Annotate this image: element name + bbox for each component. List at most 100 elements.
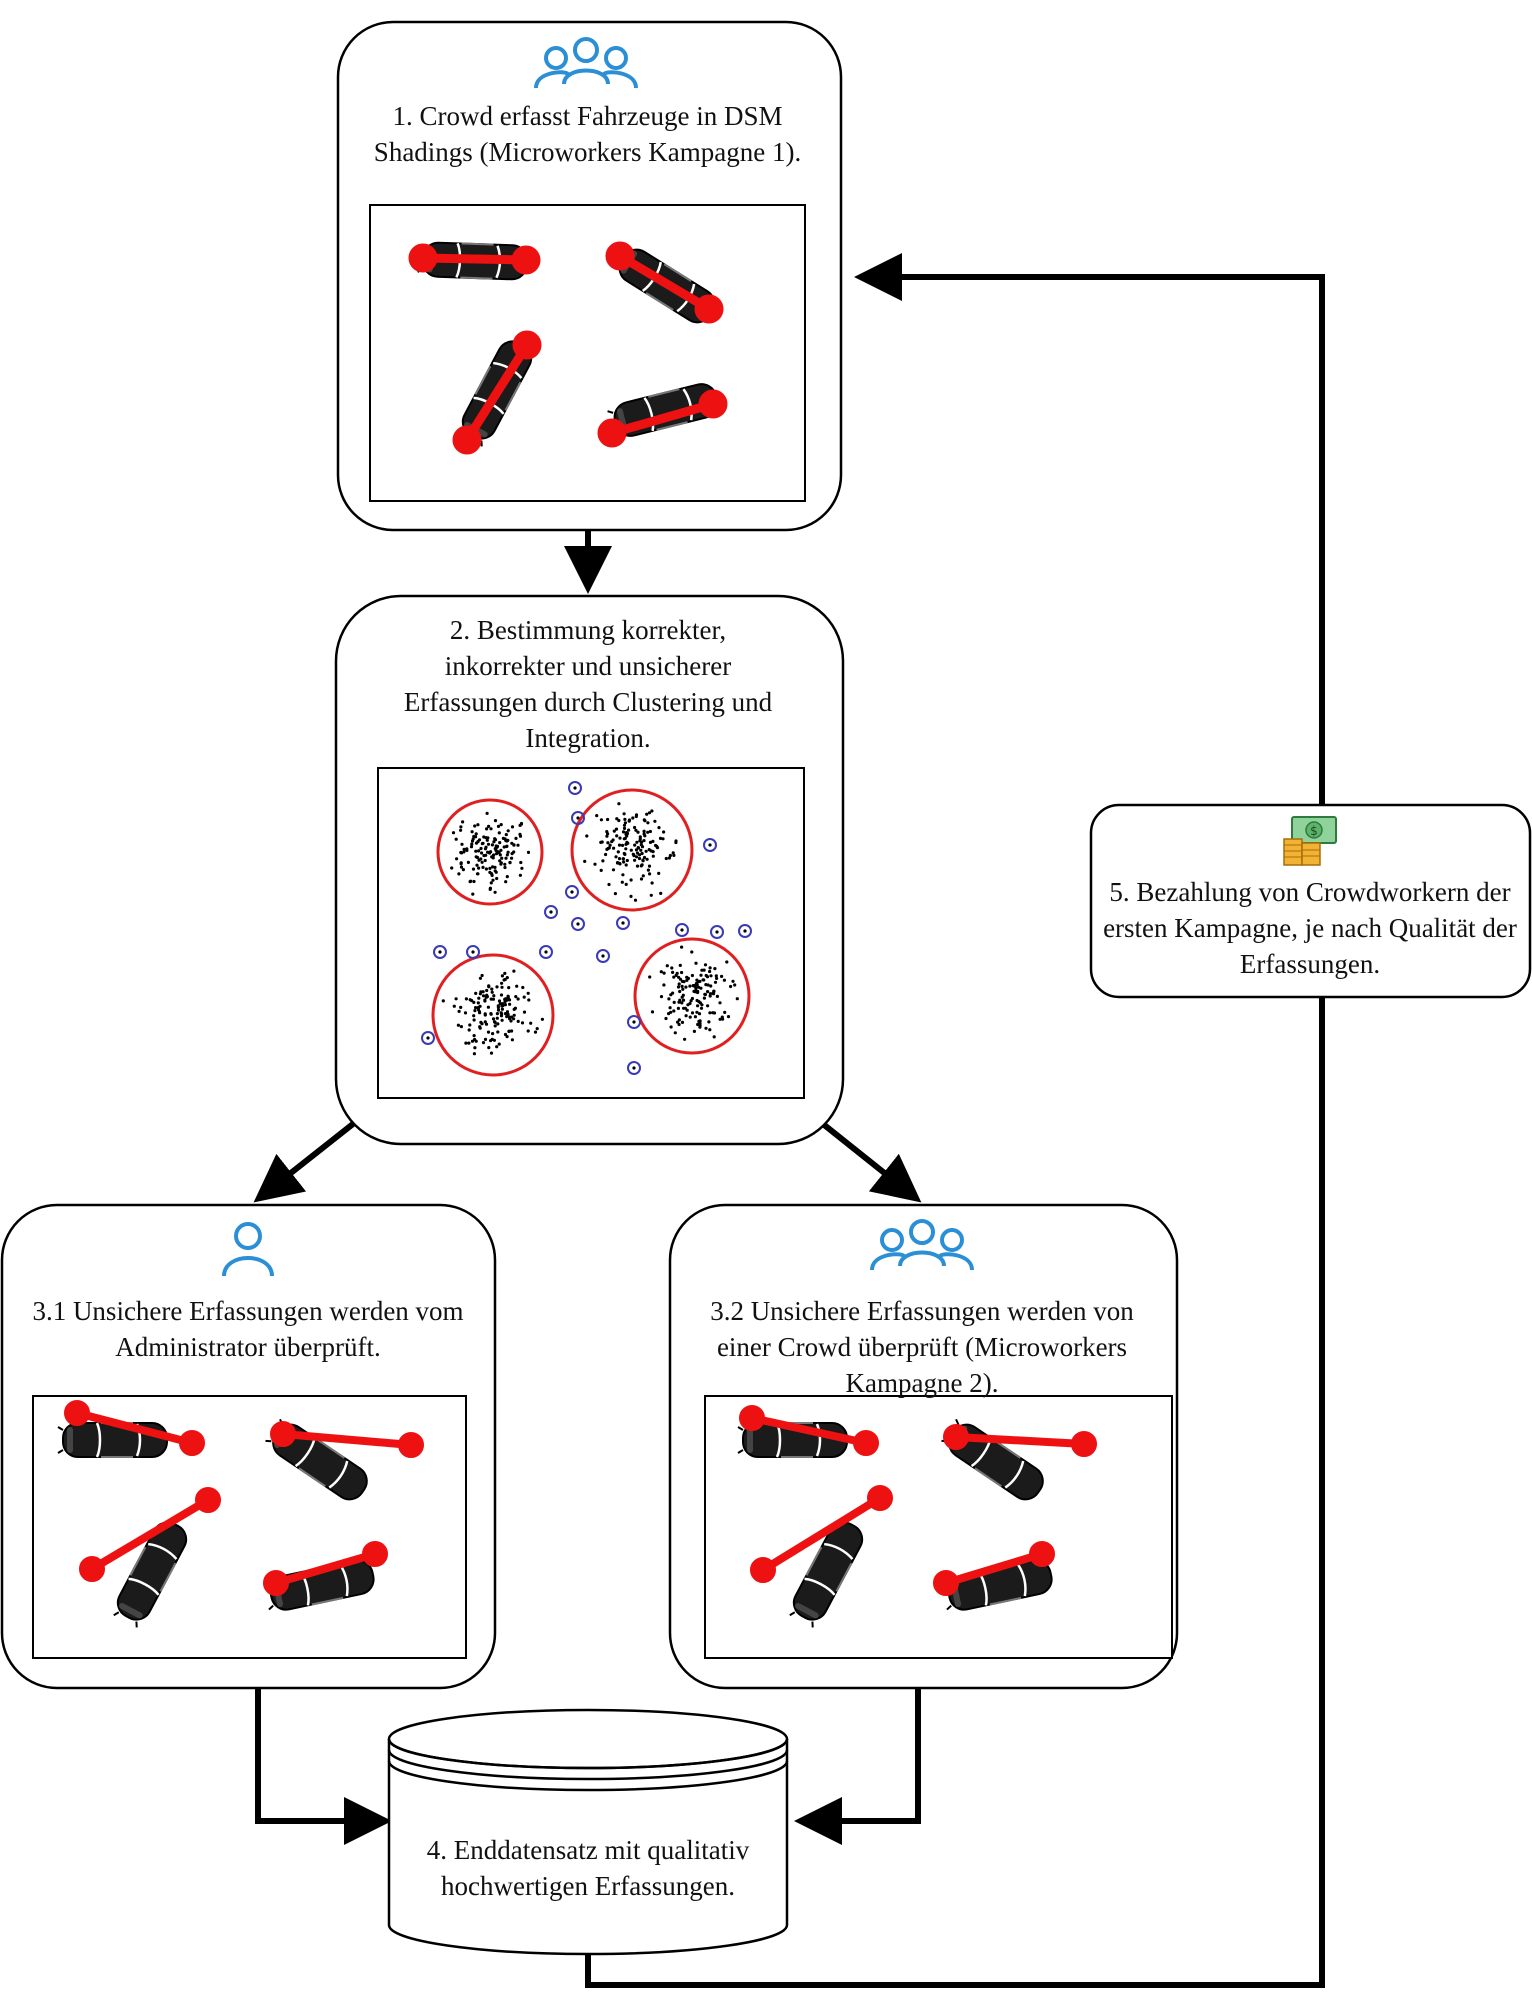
step1-annotations [408,241,728,455]
cluster-point [482,835,486,839]
step2-cluster-panel [377,767,805,1099]
cluster-point [461,820,465,824]
connectors [253,253,1325,1988]
cluster-point [583,859,587,864]
cluster-point [476,823,480,827]
cluster-point [496,824,501,829]
cluster-point [507,998,512,1002]
cluster-point [486,1005,490,1009]
cluster-point [705,975,710,979]
cluster-point [617,802,621,806]
cluster-point [493,890,497,894]
cluster-point [606,832,610,836]
outlier-point [571,811,585,825]
cluster-point [489,850,493,854]
cluster-point [496,1030,500,1034]
cluster-point [667,856,672,860]
cluster-point [493,865,497,870]
cluster-point [671,851,675,855]
cluster-point [512,843,516,847]
cluster-point [485,988,489,993]
cluster-point [694,981,699,986]
cluster-point [465,848,469,853]
cluster-point [684,1014,688,1018]
cluster-point [611,838,615,842]
cluster-point [490,843,494,847]
cluster-point [708,1011,712,1015]
cluster-point [644,849,648,853]
cluster-point [496,850,500,854]
cluster-point [508,860,512,865]
cluster-point [464,997,468,1001]
cluster-point [504,997,508,1001]
cluster-point [510,1029,514,1033]
cluster-point [708,992,713,996]
cluster-point [617,818,621,823]
cluster-point [677,1000,681,1004]
cluster-point [490,873,494,878]
cluster-point [672,853,676,858]
cluster-point [631,852,635,856]
cluster-point [624,831,629,835]
cluster-point [681,993,685,997]
cluster-point [708,994,712,998]
step2-clusters [431,788,751,1077]
cluster-point [616,861,620,865]
cluster-point [484,867,488,871]
cluster-point [677,1018,682,1022]
cluster-point [621,873,625,877]
cluster-point [480,851,484,855]
cluster-point [606,817,610,822]
cluster-point [483,1013,487,1017]
cluster-point [516,843,520,847]
cluster-point [707,1020,711,1024]
outlier-point [703,838,717,852]
cluster-point [500,974,504,978]
cluster-point [636,830,640,834]
cluster-point [684,985,688,989]
cluster-point [505,976,509,980]
cluster-point [501,836,505,841]
cluster-point [513,1006,518,1010]
outlier-point [421,1031,435,1045]
cluster-point [706,1004,710,1008]
cluster-point [500,856,504,860]
cluster-point [735,997,739,1001]
step1-label: 1. Crowd erfasst Fahrzeuge in DSM Shadin… [373,101,802,167]
cluster-point [699,986,703,990]
cluster-point [668,853,673,858]
cluster-point [722,978,727,982]
cluster-point [637,856,642,861]
cluster-point [726,1015,731,1019]
cluster-point [651,839,655,844]
cluster-point [500,1002,504,1006]
cluster-point [699,973,703,977]
cluster-point [623,817,627,822]
cluster-point [502,978,506,982]
cluster-point [476,1001,480,1005]
cluster-point [702,968,706,972]
cluster-point [646,830,650,834]
cluster-point [503,862,507,866]
cluster-point [472,1034,476,1038]
cluster-point [681,987,685,991]
cluster-point [459,828,463,832]
cluster-point [473,824,477,828]
database-cylinder [387,1708,789,1956]
cluster-point [595,814,599,818]
cluster-point [471,892,475,896]
cluster-point [518,834,523,838]
cluster-point [676,1006,681,1011]
cluster-point [516,997,520,1001]
cluster-point [520,1021,525,1025]
svg-text:$: $ [1310,824,1318,838]
cluster-point [463,1011,468,1015]
cluster-point [690,973,695,978]
outlier-point [627,1061,641,1075]
cluster-point [673,1031,677,1035]
cluster-point [633,843,637,847]
cluster-point [495,985,499,989]
cluster-point [614,827,619,831]
step5-box [1089,803,1532,999]
cluster-point [617,843,622,847]
